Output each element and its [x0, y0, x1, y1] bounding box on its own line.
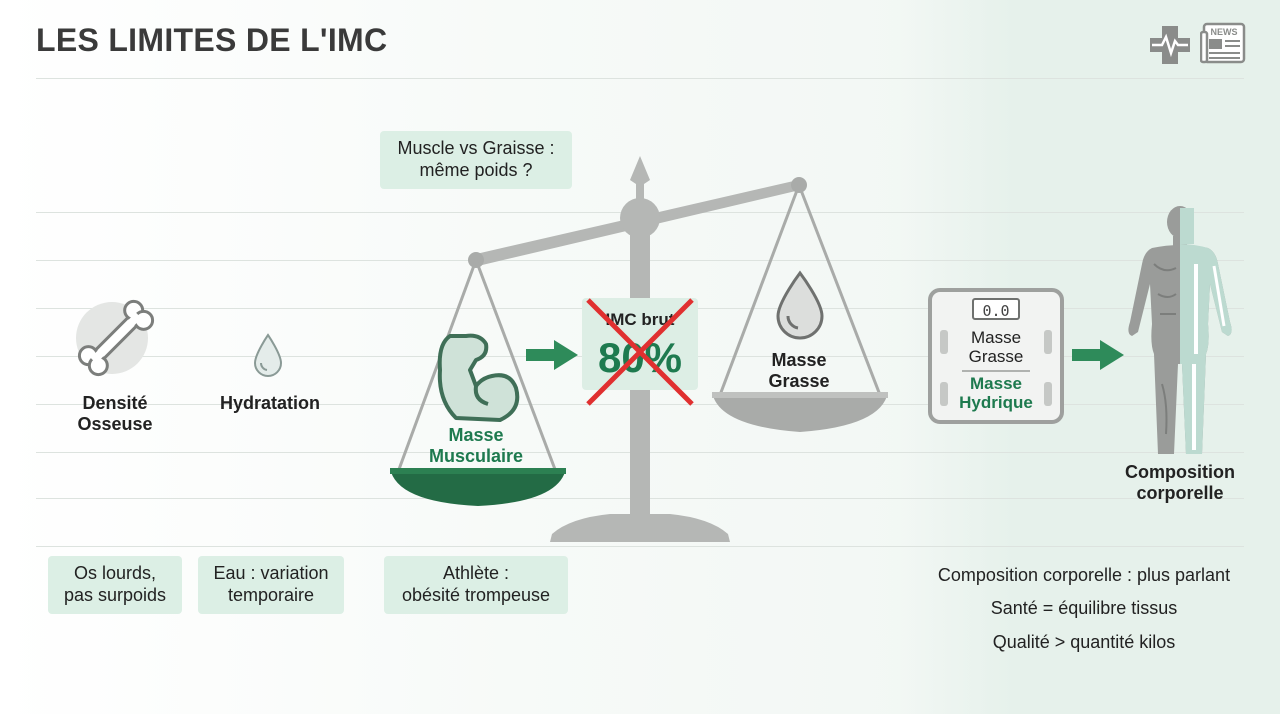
- grid-line: [36, 546, 1244, 547]
- muscle-mass-label: Masse Musculaire: [410, 425, 542, 467]
- muscle-vs-fat-callout: Muscle vs Graisse : même poids ?: [380, 131, 572, 189]
- bone-pill-line1: Os lourds,: [73, 563, 157, 583]
- body-composition-label: Composition corporelle: [1110, 462, 1250, 504]
- note-composition: Composition corporelle : plus parlant: [937, 565, 1231, 585]
- scale-right-pad: [1044, 330, 1052, 354]
- medical-cross-icon: [1150, 26, 1190, 64]
- athlete-pill-line1: Athlète :: [442, 563, 510, 583]
- bone-density-label: Densité Osseuse: [52, 393, 178, 435]
- scale-water-line2: Hydrique: [959, 393, 1033, 412]
- human-body-icon: [1128, 206, 1232, 454]
- scale-display: 0.0: [972, 298, 1020, 320]
- callout-line1: Muscle vs Graisse :: [397, 138, 555, 158]
- bone-pill-line2: pas surpoids: [63, 585, 167, 605]
- water-pill-line2: temporaire: [227, 585, 315, 605]
- arrow-right-icon: [1072, 340, 1124, 370]
- body-label-line1: Composition: [1125, 462, 1235, 482]
- imc-box-label: IMC brut: [605, 310, 675, 329]
- red-cross-icon: [586, 298, 694, 406]
- scale-water-label: Masse Hydrique: [948, 374, 1044, 412]
- note-quality: Qualité > quantité kilos: [992, 632, 1176, 652]
- bone-label-line1: Densité: [82, 393, 148, 413]
- callout-line2: même poids ?: [419, 160, 533, 180]
- hydration-label: Hydratation: [219, 393, 320, 413]
- scale-fat-line2: Grasse: [968, 347, 1024, 366]
- flexed-bicep-icon: [437, 333, 520, 422]
- scale-fat-label: Masse Grasse: [948, 328, 1044, 366]
- scale-left-pad: [940, 330, 948, 354]
- scale-left-pad: [940, 382, 948, 406]
- athlete-pill: Athlète : obésité trompeuse: [384, 556, 568, 614]
- bone-label-line2: Osseuse: [77, 414, 153, 434]
- fat-drop-icon: [776, 270, 824, 340]
- bone-icon: [76, 299, 155, 377]
- fat-mass-line1: Masse: [771, 350, 827, 370]
- imc-box-value: 80%: [597, 334, 683, 381]
- news-label: NEWS: [1211, 27, 1238, 37]
- header-rule: [36, 78, 1244, 79]
- bone-pill: Os lourds, pas surpoids: [48, 556, 182, 614]
- fat-mass-label: Masse Grasse: [740, 350, 858, 392]
- body-label-line2: corporelle: [1136, 483, 1224, 503]
- news-icon: NEWS: [1200, 22, 1246, 64]
- water-pill: Eau : variation temporaire: [198, 556, 344, 614]
- scale-water-line1: Masse: [970, 374, 1022, 393]
- water-drop-icon: [253, 333, 283, 377]
- arrow-right-icon: [526, 340, 578, 370]
- athlete-pill-line2: obésité trompeuse: [401, 585, 551, 605]
- muscle-mass-line2: Musculaire: [428, 446, 524, 466]
- scale-fat-line1: Masse: [970, 328, 1022, 347]
- water-pill-line1: Eau : variation: [213, 563, 329, 583]
- page-title: LES LIMITES DE L'IMC: [36, 22, 388, 58]
- scale-divider: [962, 370, 1030, 372]
- note-health: Santé = équilibre tissus: [990, 598, 1178, 618]
- scale-right-pad: [1044, 382, 1052, 406]
- muscle-mass-line1: Masse: [448, 425, 504, 445]
- fat-mass-line2: Grasse: [768, 371, 830, 391]
